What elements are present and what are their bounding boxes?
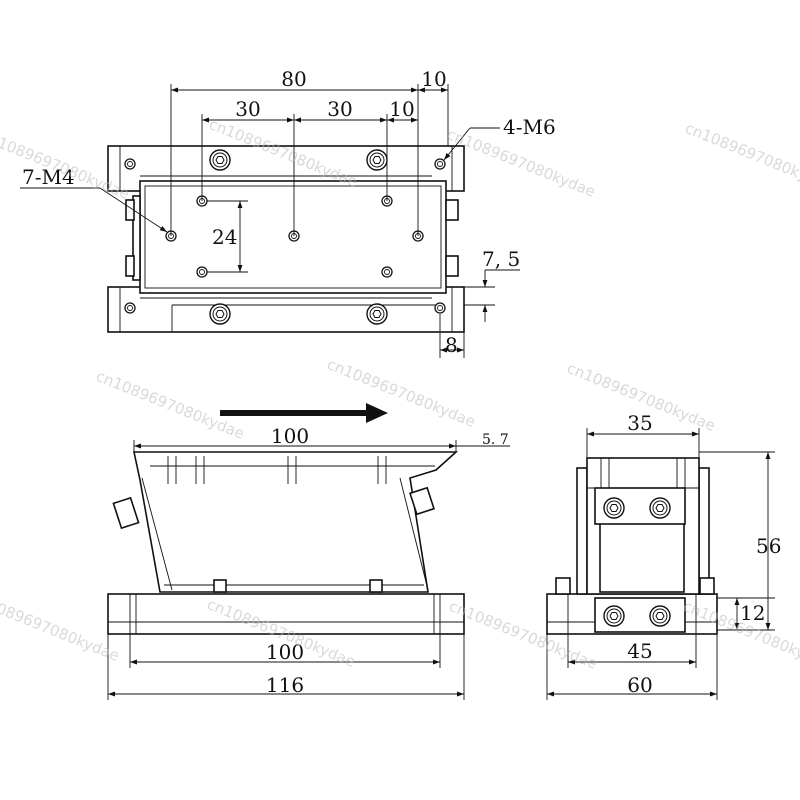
- m4-hole-icon: [381, 266, 393, 278]
- hex-bolt-icon: [649, 605, 671, 627]
- dim-100-top: 100: [271, 424, 309, 448]
- dim-7-5: 7, 5: [482, 247, 520, 271]
- label-7-m4: 7-M4: [22, 165, 75, 189]
- dim-35: 35: [627, 411, 652, 435]
- m6-hole-icon: [434, 158, 446, 170]
- top-view: 80 10 30 30 10 24 7, 5 8 4-M6 7-M4: [20, 67, 556, 358]
- watermark-text: cn1089697080kydae: [0, 589, 122, 665]
- watermark-text: cn1089697080kydae: [94, 367, 247, 443]
- dim-24: 24: [212, 225, 237, 249]
- dim-56: 56: [756, 534, 781, 558]
- dim-12: 12: [740, 601, 765, 625]
- hex-bolt-icon: [209, 149, 231, 171]
- side-view: 35 56 12 45 60: [546, 411, 781, 700]
- dim-45: 45: [627, 639, 652, 663]
- hex-bolt-icon: [366, 303, 388, 325]
- dim-60: 60: [627, 673, 652, 697]
- watermark-text: cn1089697080kydae: [683, 119, 800, 195]
- dim-30-right: 30: [327, 97, 352, 121]
- dim-5-7: 5. 7: [482, 432, 509, 448]
- top-view-lower-base-rail: [107, 286, 465, 333]
- hex-bolt-icon: [649, 497, 671, 519]
- m4-hole-icon: [196, 266, 208, 278]
- hex-bolt-icon: [209, 303, 231, 325]
- front-view-slide-body: [133, 451, 459, 593]
- dim-10-top: 10: [421, 67, 446, 91]
- m6-hole-icon: [124, 302, 136, 314]
- m6-hole-icon: [124, 158, 136, 170]
- dim-100-bottom: 100: [266, 640, 304, 664]
- front-view: 100 5. 7 100 116: [107, 424, 510, 700]
- front-view-base: [107, 593, 465, 635]
- dim-8: 8: [445, 333, 458, 357]
- watermark-text: cn1089697080kydae: [325, 355, 478, 431]
- dim-10-mid: 10: [389, 97, 414, 121]
- dim-80: 80: [281, 67, 306, 91]
- label-4-m6: 4-M6: [503, 115, 556, 139]
- hex-bolt-icon: [366, 149, 388, 171]
- dim-116: 116: [266, 673, 304, 697]
- m6-hole-icon: [434, 302, 446, 314]
- direction-arrow-icon: [220, 403, 388, 423]
- hex-bolt-icon: [603, 497, 625, 519]
- dim-30-left: 30: [235, 97, 260, 121]
- hex-bolt-icon: [603, 605, 625, 627]
